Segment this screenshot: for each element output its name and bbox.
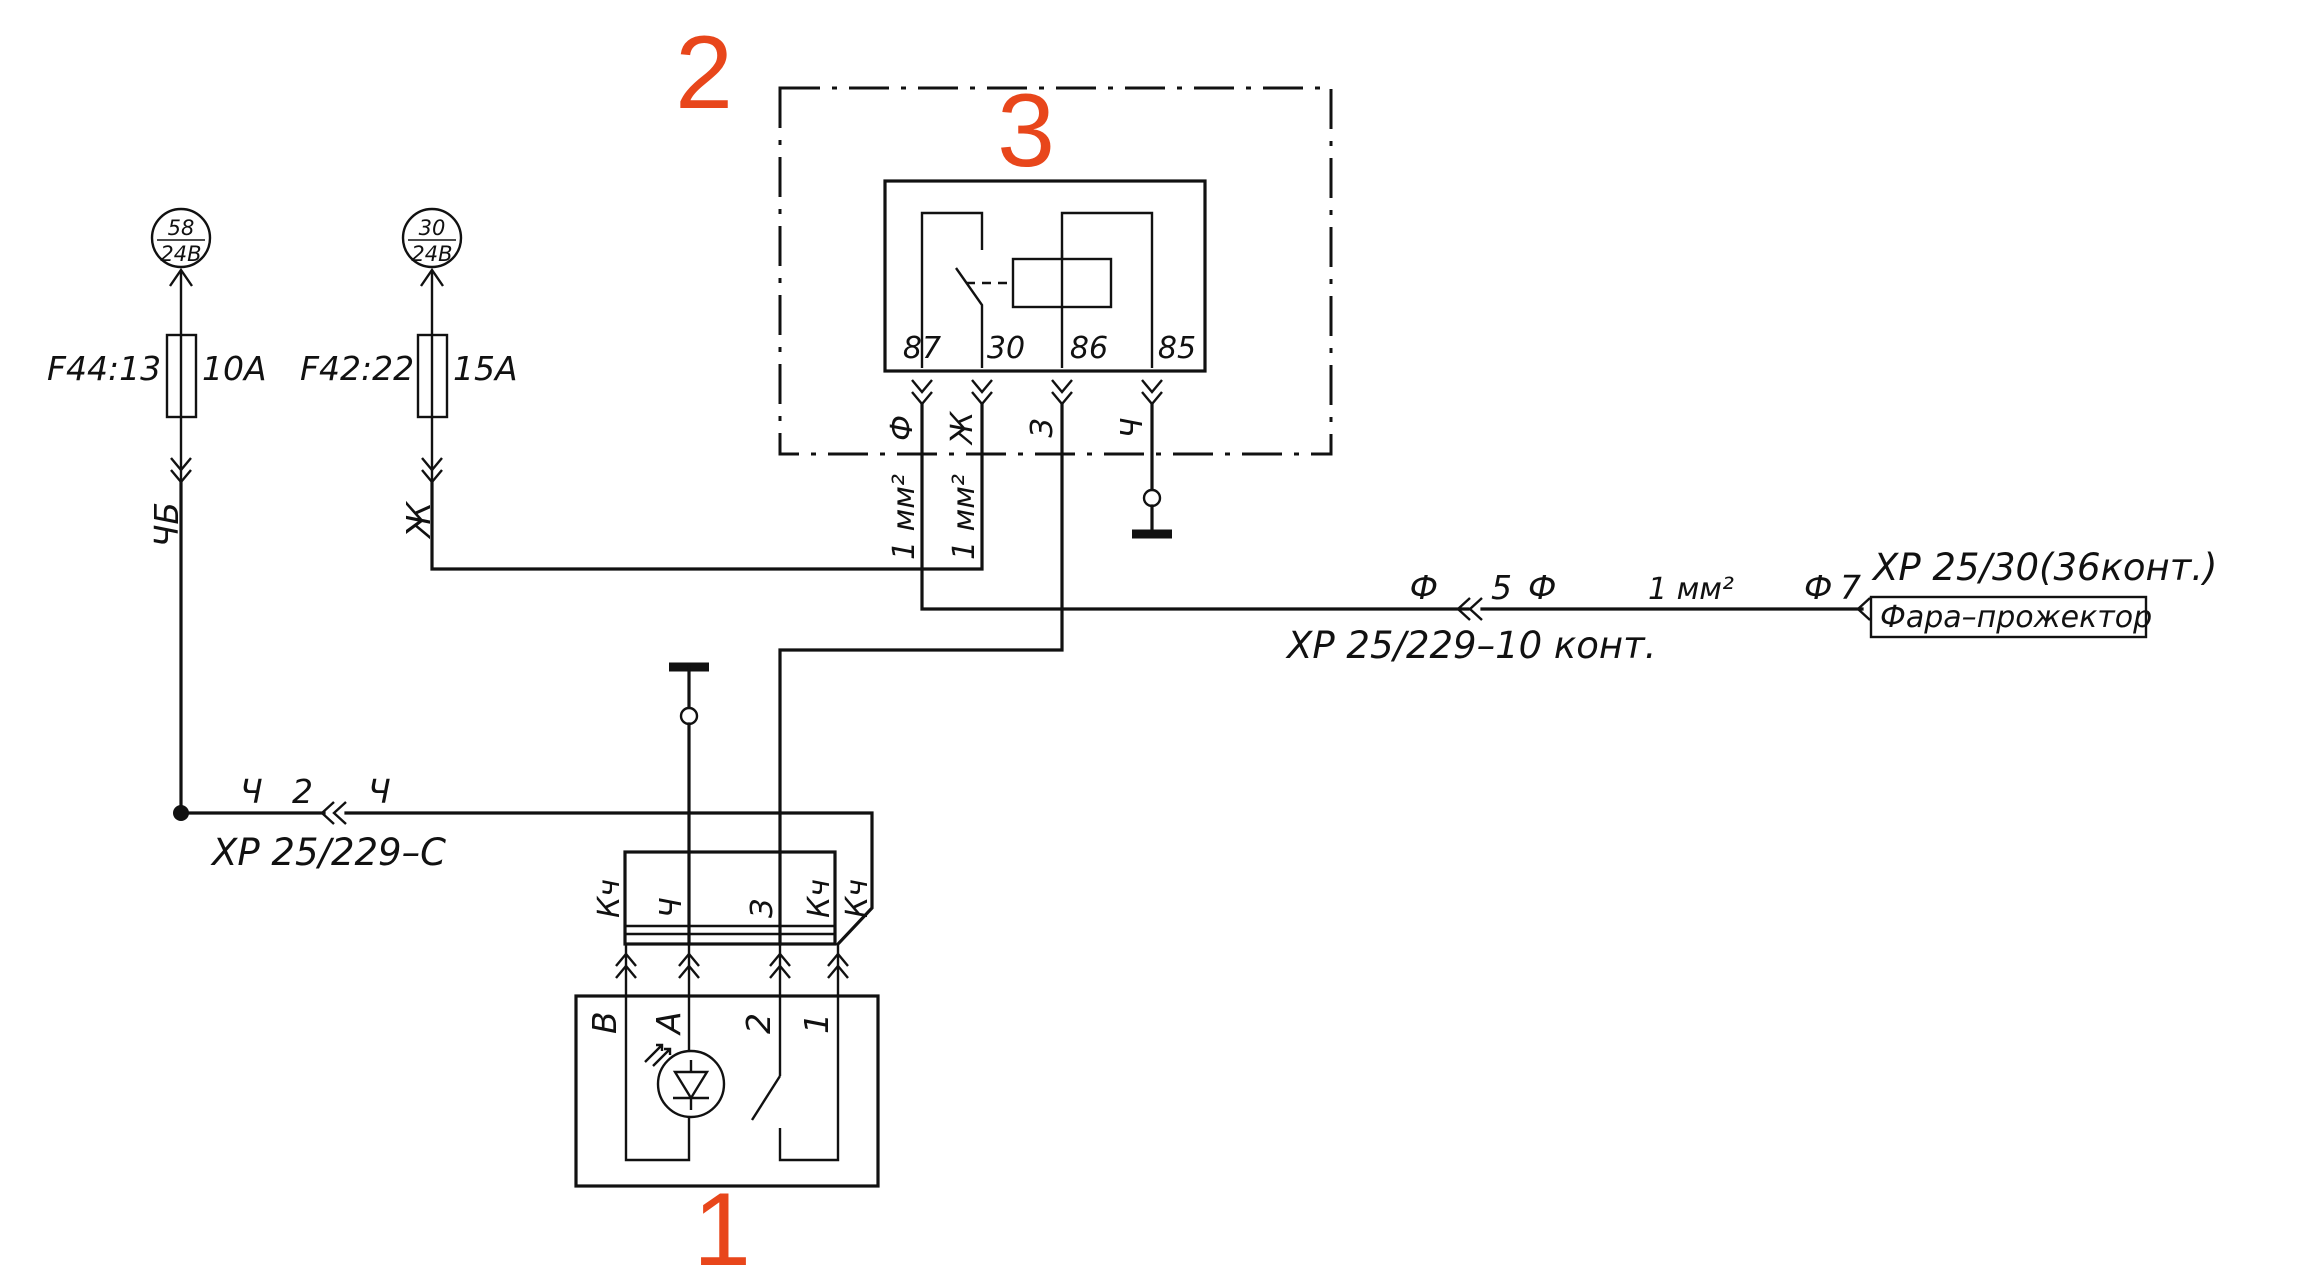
ground-terminal [679, 706, 699, 726]
relay-contact-30 [955, 267, 984, 368]
fuse-2-id: F42:22 [300, 349, 414, 388]
wire-z [778, 402, 1064, 946]
connector-chevron [1141, 379, 1163, 406]
connector-chevron [1456, 597, 1483, 621]
switch-body [574, 994, 880, 1188]
callout-switch: 1 [693, 1172, 751, 1282]
wire-cross-section-3: 1 мм² [1648, 572, 1734, 607]
switch-connector-block [623, 850, 837, 946]
xp25-30-pin: 7 [1840, 568, 1861, 607]
switch-pin-v: В [585, 1011, 624, 1034]
connector-chevron [1856, 597, 1871, 621]
xp229-c-label: ХР 25/229–С [210, 831, 446, 874]
switch-contact [750, 1075, 782, 1121]
switch-wire-kch-1: Кч [592, 879, 627, 918]
power-source-58: 58 24В [150, 207, 212, 269]
relay-pin-87: 87 [903, 331, 941, 366]
connector-chevron [911, 379, 933, 406]
searchlight-label: Фара–прожектор [1880, 600, 2152, 635]
connector-chevron [971, 379, 993, 406]
xp25-30-color: Ф [1804, 568, 1832, 607]
wire-cross-section-1: 1 мм² [887, 474, 922, 560]
wire-zh [430, 402, 984, 571]
wire-color-85: Ч [1115, 418, 1150, 439]
xp229-10-pin: 5 [1491, 568, 1512, 607]
wire-ch [344, 811, 874, 947]
power-terminal-icon [150, 207, 212, 269]
xp229-c-left-color: Ч [240, 772, 263, 811]
power-terminal-icon [401, 207, 463, 269]
switch-wire-kch-3: Кч [840, 879, 875, 918]
arrow-up-icon [169, 267, 193, 287]
led-icon [656, 1049, 726, 1119]
junction-dot [173, 805, 189, 821]
power-source-58-top: 58 [168, 216, 195, 240]
relay-contact-87 [920, 211, 984, 368]
xp229-10-left-color: Ф [1410, 568, 1438, 607]
power-source-30: 30 24В [401, 207, 463, 269]
wire-color-87: Ф [885, 415, 920, 441]
wire-color-86: З [1025, 418, 1060, 437]
xp25-30-label: ХР 25/30(36конт.) [1871, 546, 2218, 589]
power-block-frame [778, 86, 1333, 456]
ground-terminal [1142, 488, 1162, 508]
switch-pin-1: 1 [797, 1013, 836, 1034]
arrow-up-icon [420, 267, 444, 287]
relay-pin-86: 86 [1070, 331, 1108, 366]
fuse-1-rating: 10А [202, 349, 267, 388]
xp229-10-right-color: Ф [1528, 568, 1556, 607]
xp229-c-pin: 2 [292, 772, 313, 811]
switch-wire-z: З [745, 899, 780, 918]
switch-pin-a: А [649, 1011, 688, 1036]
power-source-58-bottom: 24В [160, 242, 201, 266]
xp229-c-right-color: Ч [368, 772, 391, 811]
power-source-30-bottom: 24В [411, 242, 452, 266]
callout-power-block: 2 [675, 15, 733, 131]
wire-chb [179, 480, 326, 815]
xp229-10-label: ХР 25/229–10 конт. [1285, 624, 1656, 667]
power-source-30-top: 30 [419, 216, 446, 240]
relay: 87 30 86 85 [883, 179, 1207, 373]
switch-wire-ch: Ч [654, 897, 689, 918]
relay-pin-85: 85 [1158, 331, 1196, 366]
wire-f [920, 402, 1470, 611]
searchlight-box [1869, 595, 2148, 639]
connector-chevron [320, 801, 347, 825]
switch-unit: Кч Ч З Кч Кч В А 2 1 [574, 850, 880, 1188]
relay-pin-30: 30 [987, 331, 1025, 366]
wire-color-30: Ж [945, 410, 980, 446]
relay-coil-leads [1060, 211, 1154, 368]
switch-wire-kch-2: Кч [802, 879, 837, 918]
switch-return [778, 996, 840, 1162]
fuse-2-rating: 15А [453, 349, 518, 388]
light-emission-icon [644, 1043, 672, 1067]
diode-symbol [672, 1060, 710, 1110]
connector-chevron [1051, 379, 1073, 406]
fuse-1-id: F44:13 [47, 349, 161, 388]
relay-housing [883, 179, 1207, 373]
callout-relay: 3 [997, 73, 1055, 189]
switch-pin-2: 2 [739, 1013, 778, 1034]
wire-cross-section-2: 1 мм² [947, 474, 982, 560]
